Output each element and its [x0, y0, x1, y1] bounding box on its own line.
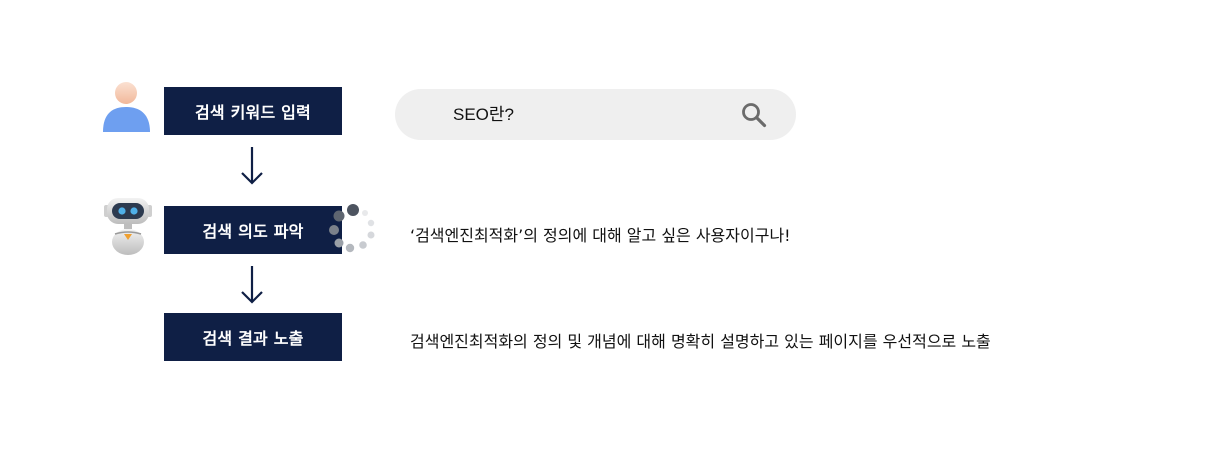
search-bar[interactable]: SEO란?: [395, 89, 796, 140]
step-label: 검색 의도 파악: [202, 222, 304, 241]
intent-note: ‘검색엔진최적화’의 정의에 대해 알고 싶은 사용자이구나!: [410, 226, 791, 245]
search-query: SEO란?: [453, 105, 514, 124]
search-icon[interactable]: [741, 102, 767, 128]
result-note: 검색엔진최적화의 정의 및 개념에 대해 명확히 설명하고 있는 페이지를 우선…: [410, 332, 991, 351]
step-keyword-input: 검색 키워드 입력: [164, 87, 342, 135]
loading-spinner-icon: [329, 204, 375, 253]
step-intent-analysis: 검색 의도 파악: [164, 206, 342, 254]
user-icon: [103, 82, 150, 132]
step-label: 검색 결과 노출: [202, 329, 304, 348]
step-result-exposure: 검색 결과 노출: [164, 313, 342, 361]
arrow-down-icon: [241, 147, 263, 185]
step-label: 검색 키워드 입력: [195, 103, 311, 122]
robot-icon: [104, 198, 152, 255]
arrow-down-icon: [241, 266, 263, 304]
